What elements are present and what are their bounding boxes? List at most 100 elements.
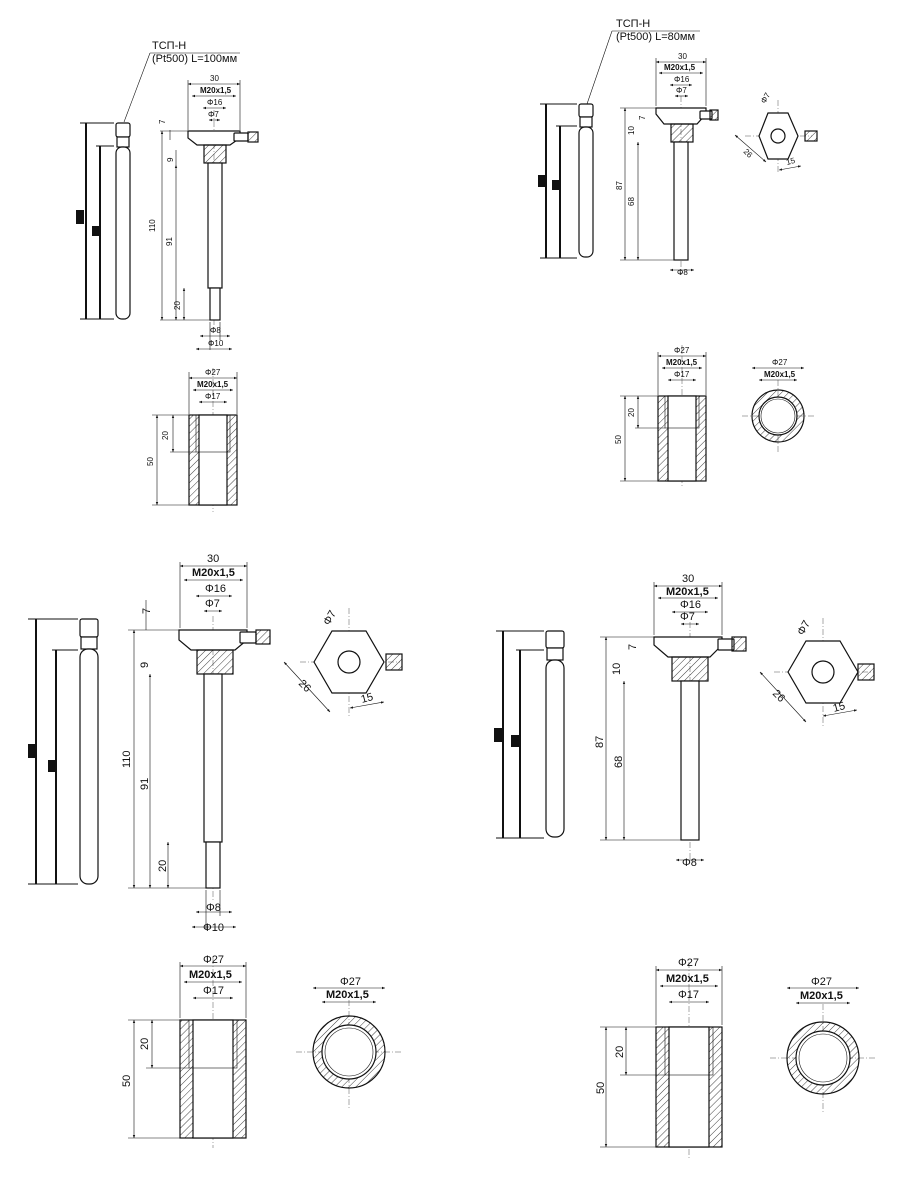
thermowell-dims: 30 М20х1,5 Φ16 Φ7 110 7 9 91 20 Φ8 Φ10 — [148, 74, 241, 351]
ring-top-view: Φ27 М20х1,5 — [770, 976, 876, 1112]
dim-thread: М20х1,5 — [666, 586, 709, 598]
sensor-length-dims — [538, 103, 577, 259]
dim-d7: Φ7 — [676, 86, 687, 95]
dim-d7: Φ7 — [680, 611, 695, 623]
sleeve-d27: Φ27 — [678, 957, 699, 969]
thermowell — [178, 616, 271, 900]
ring-top-view: Φ27 М20х1,5 — [296, 976, 402, 1108]
sleeve-d27: Φ27 — [203, 954, 224, 966]
ring-d27: Φ27 — [340, 976, 361, 988]
leader-line — [586, 30, 613, 105]
ring-thread: М20х1,5 — [800, 990, 843, 1002]
dim-30: 30 — [207, 553, 219, 565]
hex-d7: Φ7 — [759, 91, 772, 105]
dim-thread: М20х1,5 — [192, 567, 235, 579]
dim-d16: Φ16 — [674, 75, 690, 84]
welding-sleeve: Φ27 М20х1,5 Φ17 50 20 — [614, 345, 707, 486]
dim-20: 20 — [173, 301, 182, 310]
dim-91: 91 — [139, 778, 151, 790]
dim-87: 87 — [594, 736, 606, 748]
sleeve-h20: 20 — [139, 1038, 151, 1050]
dim-30: 30 — [678, 52, 687, 61]
hex-top-view: Φ7 26 15 — [734, 91, 818, 172]
sensor-probe — [115, 122, 131, 320]
dim-30: 30 — [210, 74, 219, 83]
hex-26: 26 — [770, 688, 787, 705]
dim-9: 9 — [166, 157, 175, 162]
sleeve-h50: 50 — [614, 435, 623, 444]
dim-110: 110 — [148, 219, 157, 232]
dim-d16: Φ16 — [207, 98, 223, 107]
dim-68: 68 — [613, 756, 625, 768]
dim-d8: Φ8 — [210, 326, 221, 335]
sensor-probe — [578, 103, 594, 258]
dim-7: 7 — [627, 644, 639, 650]
sleeve-h50: 50 — [146, 457, 155, 466]
dim-10: 10 — [611, 663, 623, 675]
sleeve-d17: Φ17 — [674, 370, 690, 379]
sleeve-d17: Φ17 — [678, 989, 699, 1001]
dim-d8: Φ8 — [682, 857, 697, 869]
dim-7: 7 — [158, 119, 167, 124]
hex-26: 26 — [296, 678, 313, 695]
ring-thread: М20х1,5 — [326, 989, 369, 1001]
dim-110: 110 — [121, 750, 133, 768]
welding-sleeve: Φ27 М20х1,5 Φ17 50 20 — [146, 368, 238, 512]
ring-d27: Φ27 — [772, 358, 788, 367]
view-top-right: ТСП-Н (Pt500) L=80мм — [538, 18, 818, 486]
hex-top-view: Φ7 26 15 — [759, 618, 875, 726]
dim-91: 91 — [165, 237, 174, 246]
sleeve-d27: Φ27 — [205, 368, 221, 377]
dim-d7: Φ7 — [205, 598, 220, 610]
thermowell-dims: 30 М20х1,5 Φ16 Φ7 110 7 9 91 20 Φ8 Φ10 — [121, 553, 248, 934]
ring-top-view: Φ27 М20х1,5 — [742, 358, 814, 452]
sensor-length-dims — [76, 122, 114, 320]
sensor-label-line1: ТСП-Н — [152, 40, 186, 52]
dim-68: 68 — [627, 197, 636, 206]
sleeve-h50: 50 — [121, 1075, 133, 1087]
thermowell — [187, 110, 259, 330]
dim-d10: Φ10 — [203, 922, 224, 934]
sleeve-h20: 20 — [614, 1046, 626, 1058]
dim-9: 9 — [139, 662, 151, 668]
hex-15: 15 — [832, 700, 847, 715]
sensor-probe — [79, 618, 99, 885]
dim-d16: Φ16 — [205, 583, 226, 595]
dim-thread: М20х1,5 — [200, 86, 232, 95]
sleeve-thread: М20х1,5 — [666, 973, 709, 985]
sleeve-h20: 20 — [161, 431, 170, 440]
dim-d16: Φ16 — [680, 599, 701, 611]
dim-20: 20 — [157, 860, 169, 872]
dim-10: 10 — [627, 126, 636, 135]
sleeve-h20: 20 — [627, 408, 636, 417]
thermowell-dims: 30 М20х1,5 Φ16 Φ7 87 68 10 7 Φ8 — [615, 52, 707, 277]
sensor-label-line2: (Pt500) L=80мм — [616, 31, 695, 43]
sensor-label-line2: (Pt500) L=100мм — [152, 53, 237, 65]
view-bottom-left: 30 М20х1,5 Φ16 Φ7 110 7 9 91 20 Φ8 Φ10 — [28, 553, 403, 1148]
dim-30: 30 — [682, 573, 694, 585]
sleeve-d17: Φ17 — [205, 392, 221, 401]
hex-top-view: Φ7 26 15 — [283, 608, 403, 718]
dim-7: 7 — [141, 608, 153, 614]
leader-line — [123, 52, 151, 123]
sleeve-d17: Φ17 — [203, 985, 224, 997]
thermowell-dims: 30 М20х1,5 Φ16 Φ7 87 68 10 7 Φ8 — [594, 573, 723, 869]
view-bottom-right: 30 М20х1,5 Φ16 Φ7 87 68 10 7 Φ8 Φ7 — [494, 573, 876, 1160]
welding-sleeve: Φ27 М20х1,5 Φ17 50 20 — [121, 954, 247, 1148]
sleeve-thread: М20х1,5 — [197, 380, 229, 389]
hex-d7: Φ7 — [321, 609, 339, 628]
dim-d8: Φ8 — [206, 902, 221, 914]
dim-7: 7 — [638, 115, 647, 120]
ring-thread: М20х1,5 — [764, 370, 796, 379]
hex-15: 15 — [785, 156, 796, 167]
hex-d7: Φ7 — [795, 619, 813, 638]
sleeve-thread: М20х1,5 — [666, 358, 698, 367]
thermowell — [655, 96, 719, 275]
sleeve-h50: 50 — [595, 1082, 607, 1094]
dim-d7: Φ7 — [208, 110, 219, 119]
dim-d10: Φ10 — [208, 339, 224, 348]
thermowell — [653, 622, 747, 860]
sensor-length-dims — [494, 630, 544, 839]
ring-d27: Φ27 — [811, 976, 832, 988]
